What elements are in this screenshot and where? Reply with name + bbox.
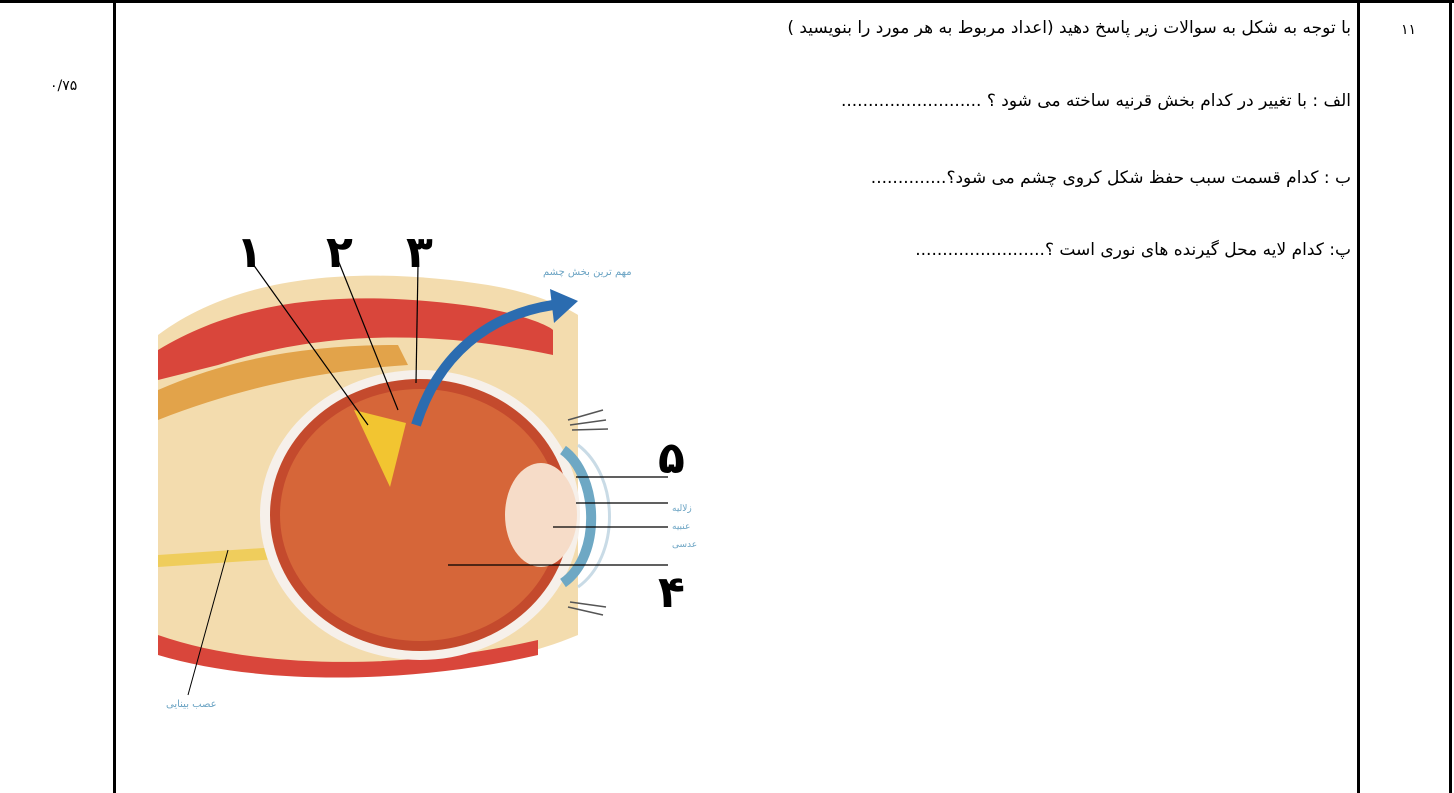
side-label-1: زلالیه: [672, 504, 692, 514]
question-item-a: الف : با تغییر در کدام بخش قرنیه ساخته م…: [841, 91, 1351, 111]
callout-4: ۴: [658, 567, 685, 618]
question-item-c: پ: کدام لایه محل گیرنده های نوری است ؟..…: [915, 240, 1351, 260]
callout-5: ۵: [658, 433, 685, 484]
callout-1: ۱: [236, 227, 263, 278]
question-item-b: ب : کدام قسمت سبب حفظ شکل کروی چشم می شو…: [871, 168, 1351, 188]
arrow-caption: مهم ترین بخش چشم: [543, 267, 632, 278]
eye-anatomy-diagram: ۱ ۲ ۳ ۴ ۵ مهم ترین بخش چشم عصب بینایی زل…: [158, 215, 728, 715]
side-label-2: عنبیه: [672, 522, 690, 532]
question-content: با توجه به شکل به سوالات زیر پاسخ دهید (…: [116, 0, 1357, 793]
question-number: ۱۱: [1401, 22, 1416, 38]
side-label-3: عدسی: [672, 540, 697, 550]
question-intro: با توجه به شکل به سوالات زیر پاسخ دهید (…: [787, 18, 1351, 38]
table-right-border: [1449, 0, 1452, 793]
question-score: ۰/۷۵: [50, 78, 77, 94]
table-divider-number: [1357, 0, 1360, 793]
callout-2: ۲: [326, 227, 353, 278]
nerve-caption: عصب بینایی: [166, 699, 217, 710]
callout-3: ۳: [406, 227, 433, 278]
